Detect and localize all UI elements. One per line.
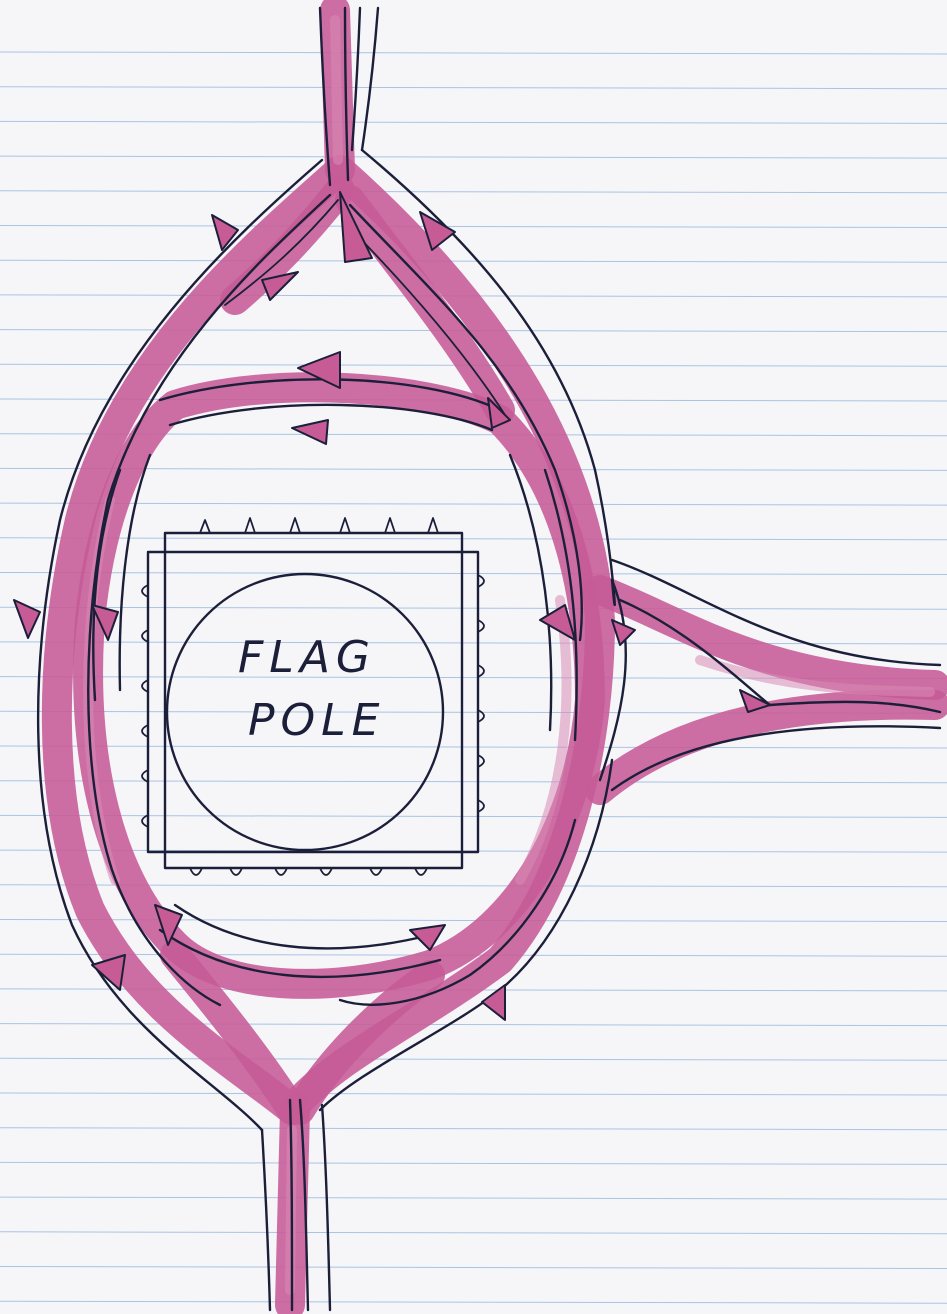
- ruled-line: [0, 503, 947, 505]
- ruled-line: [0, 573, 947, 575]
- ruled-line: [0, 87, 947, 89]
- ruled-line: [0, 1267, 947, 1269]
- east-road-upper: [600, 590, 935, 685]
- ruled-line: [0, 52, 947, 54]
- ruled-line: [0, 121, 947, 123]
- arrow-north-left-icon: [212, 215, 238, 250]
- inner-ring: [88, 387, 590, 984]
- central-island: FLAG POLE: [142, 518, 484, 875]
- ruled-line: [0, 781, 947, 783]
- arrow-inner-top2-icon: [292, 420, 328, 444]
- ruled-line: [0, 815, 947, 817]
- pole-label: POLE: [248, 695, 385, 746]
- ruled-line: [0, 1232, 947, 1234]
- ruled-line: [0, 260, 947, 262]
- ruled-line: [0, 1162, 947, 1164]
- ruled-line: [0, 1197, 947, 1199]
- ruled-line: [0, 1058, 947, 1060]
- road-network: [57, 10, 935, 1305]
- ruled-line: [0, 226, 947, 228]
- ruled-line: [0, 191, 947, 193]
- ruled-line: [0, 607, 947, 609]
- flag-label: FLAG: [238, 632, 376, 683]
- ruled-line: [0, 1128, 947, 1130]
- ruled-line: [0, 746, 947, 748]
- ruled-line: [0, 1301, 947, 1303]
- arrow-west-outer-icon: [14, 600, 40, 638]
- ruled-line: [0, 156, 947, 158]
- ruled-line: [0, 1093, 947, 1095]
- ruled-line: [0, 538, 947, 540]
